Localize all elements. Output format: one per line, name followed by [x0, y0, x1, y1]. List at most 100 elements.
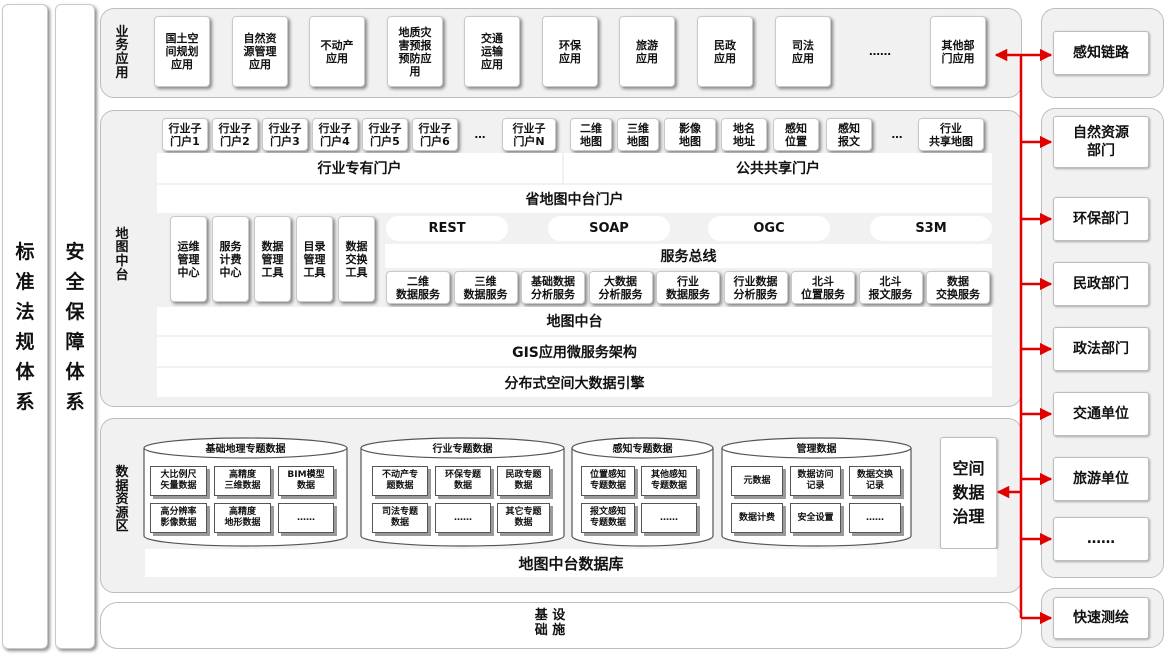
industry-portal: 行业子门户5 — [362, 118, 408, 151]
service-bus-bar: 服务总线 — [385, 244, 992, 268]
business-label: 业务应用 — [108, 14, 136, 92]
standards-char: 系 — [15, 390, 35, 413]
business-app: 交通运输应用 — [464, 16, 520, 87]
data-cell: 数据计费 — [731, 503, 783, 533]
bus-service: 数据交换服务 — [926, 271, 990, 304]
data-cell: 其他感知专题数据 — [641, 466, 697, 496]
data-label-char: 区 — [115, 519, 129, 535]
protocol-pill: SOAP — [548, 216, 670, 241]
spatial-data-governance: 空间数据治理 — [940, 437, 997, 549]
security-char: 安 — [65, 240, 85, 263]
protocol-pill: REST — [386, 216, 508, 241]
public-portal: 三维地图 — [617, 118, 659, 151]
map-label-char: 图 — [115, 240, 129, 256]
bus-service: 北斗位置服务 — [791, 271, 855, 304]
business-label-char: 业 — [115, 24, 129, 40]
infrastructure-line: 础 施 — [534, 623, 566, 638]
standards-char: 法 — [15, 300, 35, 323]
security-char: 系 — [65, 390, 85, 413]
rapid-survey-box: 快速测绘 — [1053, 597, 1149, 639]
business-label-char: 务 — [115, 38, 129, 54]
public-portal: 行业共享地图 — [918, 118, 984, 151]
data-cell: 高精度地形数据 — [214, 503, 271, 533]
bus-service: 北斗报文服务 — [858, 271, 923, 304]
data-cell: …… — [849, 503, 901, 533]
data-cell: 安全设置 — [790, 503, 841, 533]
connection-arrows — [994, 48, 1053, 625]
data-cell: 报文感知专题数据 — [581, 503, 635, 533]
map-label-char: 台 — [115, 267, 129, 283]
infrastructure-label: 基 设础 施 — [520, 608, 580, 646]
bus-service: 行业数据服务 — [656, 271, 720, 304]
public-portal: 地名地址 — [721, 118, 767, 151]
standards-char: 标 — [15, 240, 35, 263]
bus-service: 大数据分析服务 — [588, 271, 653, 304]
business-app: 民政应用 — [697, 16, 753, 87]
infrastructure-line: 基 设 — [534, 608, 566, 623]
security-char: 障 — [65, 330, 85, 353]
department-box: 政法部门 — [1053, 327, 1149, 371]
data-cell: 其它专题数据 — [497, 503, 550, 533]
standards-column: 标准法规体系 — [2, 4, 48, 649]
data-group-title: 行业专题数据 — [432, 444, 493, 455]
map-label-char: 地 — [115, 226, 129, 242]
public-portal: 影像地图 — [664, 118, 716, 151]
map-platform-label: 地图中台 — [108, 215, 136, 295]
standards-char: 准 — [15, 270, 35, 293]
data-cell: 高精度三维数据 — [214, 466, 271, 496]
data-cell: 元数据 — [731, 466, 783, 496]
data-cell: 环保专题数据 — [435, 466, 491, 496]
governance-char: 数据 — [952, 483, 985, 502]
protocol-pill: OGC — [708, 216, 830, 241]
data-cell: 不动产专题数据 — [372, 466, 428, 496]
perception-link-box: 感知链路 — [1053, 31, 1149, 75]
industry-portal: 行业子门户3 — [262, 118, 308, 151]
standards-char: 规 — [15, 330, 35, 353]
security-column-label: 安全保障体系 — [65, 237, 84, 417]
standards-char: 体 — [15, 360, 35, 383]
data-group-title: 感知专题数据 — [612, 444, 673, 455]
public-portal: 感知位置 — [773, 118, 819, 151]
bus-service: 三维数据服务 — [453, 271, 518, 304]
business-app: 司法应用 — [775, 16, 831, 87]
business-app: 不动产应用 — [309, 16, 365, 87]
data-label-char: 源 — [115, 505, 129, 521]
business-label-char: 应 — [115, 52, 129, 67]
business-app: 地质灾害预报预防应用 — [387, 16, 443, 87]
data-label-char: 据 — [115, 478, 129, 494]
data-cell: 司法专题数据 — [372, 503, 428, 533]
data-cell: …… — [278, 503, 334, 533]
layer-spatial-bigdata-engine: 分布式空间大数据引擎 — [157, 368, 992, 397]
data-cell: 大比例尺矢量数据 — [150, 466, 207, 496]
industry-portal: 行业子门户1 — [162, 118, 208, 151]
security-char: 全 — [65, 270, 85, 293]
data-group-title: 管理数据 — [796, 444, 837, 455]
data-label-char: 资 — [115, 492, 129, 508]
platform-tool: 数据交换工具 — [338, 216, 375, 302]
department-box: 交通单位 — [1053, 392, 1149, 436]
arrows-to-departments — [1021, 48, 1053, 625]
business-app: 环保应用 — [542, 16, 598, 87]
business-app: 其他部门应用 — [930, 16, 986, 87]
industry-portal: … — [474, 128, 486, 141]
security-char: 保 — [65, 300, 85, 323]
department-box: …… — [1053, 517, 1149, 561]
public-portal: 二维地图 — [570, 118, 612, 151]
data-cell: …… — [435, 503, 491, 533]
platform-tool: 目录管理工具 — [296, 216, 333, 302]
business-label-char: 用 — [115, 65, 129, 81]
department-box: 自然资源部门 — [1053, 116, 1149, 168]
industry-portal-bar: 行业专有门户 — [157, 153, 562, 183]
governance-char: 治理 — [952, 507, 985, 526]
business-app: …… — [869, 45, 891, 58]
data-cell: BIM模型数据 — [278, 466, 334, 496]
bus-service: 二维数据服务 — [386, 271, 450, 304]
public-portal-bar: 公共共享门户 — [564, 153, 992, 183]
public-portal: 感知报文 — [826, 118, 872, 151]
map-platform-database: 地图中台数据库 — [145, 549, 997, 577]
business-app: 自然资源管理应用 — [232, 16, 288, 87]
industry-portal: 行业子门户6 — [412, 118, 458, 151]
bus-service: 行业数据分析服务 — [723, 271, 788, 304]
industry-portal: 行业子门户2 — [212, 118, 258, 151]
map-label-char: 中 — [115, 254, 129, 269]
